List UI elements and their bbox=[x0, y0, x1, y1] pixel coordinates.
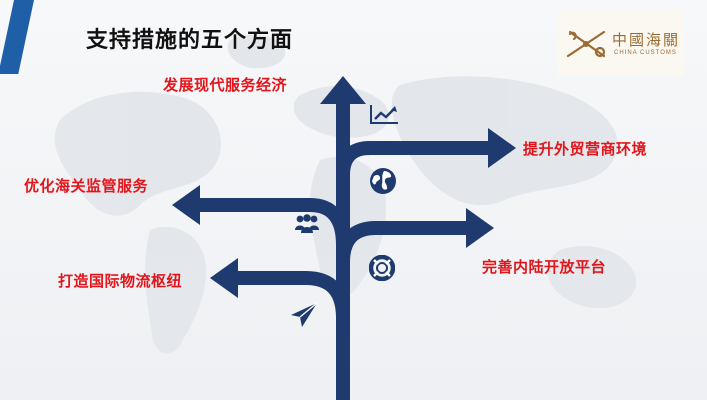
arrowhead-top bbox=[320, 76, 366, 104]
logo-name-cn: 中國海關 bbox=[612, 31, 681, 49]
arrow-right-lower bbox=[336, 221, 470, 263]
arrowhead-right-lower bbox=[466, 208, 494, 248]
paper-plane-icon bbox=[291, 302, 318, 327]
people-group-icon bbox=[295, 214, 319, 233]
trend-chart-icon bbox=[370, 105, 398, 124]
direction-label-inland-platform: 完善内陆开放平台 bbox=[482, 258, 607, 276]
slide-title: 支持措施的五个方面 bbox=[86, 28, 294, 53]
arrow-left-upper bbox=[196, 198, 350, 246]
arrow-left-lower bbox=[234, 271, 350, 319]
direction-label-trade-environment: 提升外贸营商环境 bbox=[523, 140, 648, 158]
direction-label-logistics-hub: 打造国际物流枢纽 bbox=[58, 272, 183, 290]
direction-label-modern-services: 发展现代服务经济 bbox=[163, 76, 288, 94]
arrowhead-left-lower bbox=[210, 258, 238, 298]
china-customs-logo: 中國海關 CHINA CUSTOMS bbox=[558, 10, 684, 76]
globe-icon bbox=[370, 168, 396, 194]
direction-label-customs-supervision: 优化海关监管服务 bbox=[24, 177, 149, 195]
customs-emblem-icon bbox=[566, 30, 606, 58]
arrow-right-upper bbox=[336, 141, 492, 176]
arrowhead-right-upper bbox=[488, 128, 516, 168]
lifebuoy-icon bbox=[369, 255, 395, 281]
logo-name-en: CHINA CUSTOMS bbox=[614, 50, 677, 56]
arrowhead-left-upper bbox=[172, 185, 200, 225]
